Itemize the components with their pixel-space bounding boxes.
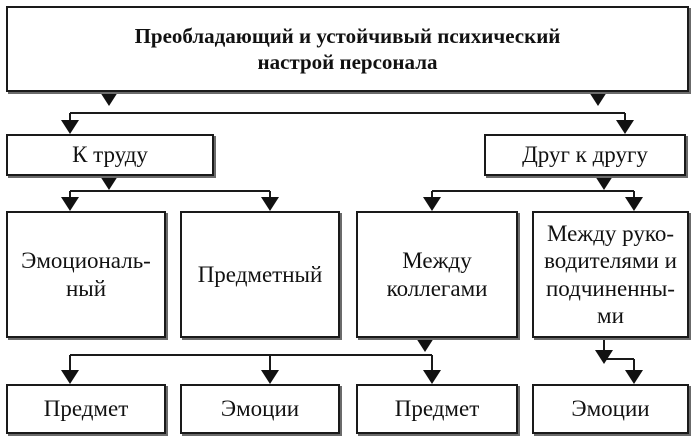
arrow-down-icon	[416, 338, 434, 352]
emotional-label: Эмоциональ- ный	[21, 248, 151, 301]
arrow-down-icon	[423, 370, 441, 384]
arrow-down-icon	[61, 120, 79, 134]
arrow-down-icon	[423, 197, 441, 211]
arrow-down-icon	[61, 197, 79, 211]
to-work-label: К труду	[72, 142, 148, 168]
emotions-leaf-1: Эмоции	[180, 384, 340, 434]
arrow-down-icon	[625, 197, 643, 211]
emotions-leaf-2-label: Эмоции	[571, 396, 650, 422]
between-colleagues-label: Между коллегами	[386, 248, 488, 301]
subject-label: Предметный	[197, 261, 323, 287]
arrow-down-icon	[595, 350, 613, 364]
between-colleagues-node: Между коллегами	[356, 211, 518, 338]
subject-leaf-1: Предмет	[6, 384, 166, 434]
arrow-down-icon	[100, 176, 118, 190]
subject-leaf-2: Предмет	[356, 384, 518, 434]
managers-subordinates-label: Между руко- водителями и подчиненны- ми	[544, 221, 677, 328]
root-node: Преобладающий и устойчивый психический н…	[6, 6, 689, 92]
to-each-other-node: Друг к другу	[484, 134, 686, 176]
emotions-leaf-1-label: Эмоции	[220, 396, 300, 422]
arrow-down-icon	[61, 370, 79, 384]
to-each-other-label: Друг к другу	[522, 142, 648, 168]
arrow-down-icon	[261, 197, 279, 211]
subject-node: Предметный	[180, 211, 340, 338]
arrow-down-icon	[261, 370, 279, 384]
arrow-down-icon	[595, 176, 613, 190]
arrow-down-icon	[589, 92, 607, 106]
subject-leaf-1-label: Предмет	[43, 396, 129, 422]
subject-leaf-2-label: Предмет	[394, 396, 480, 422]
arrow-down-icon	[100, 92, 118, 106]
arrow-down-icon	[625, 370, 643, 384]
to-work-node: К труду	[6, 134, 214, 176]
arrow-down-icon	[616, 120, 634, 134]
emotional-node: Эмоциональ- ный	[6, 211, 166, 338]
managers-subordinates-node: Между руко- водителями и подчиненны- ми	[532, 211, 689, 338]
root-title: Преобладающий и устойчивый психический н…	[134, 23, 561, 74]
emotions-leaf-2: Эмоции	[532, 384, 689, 434]
